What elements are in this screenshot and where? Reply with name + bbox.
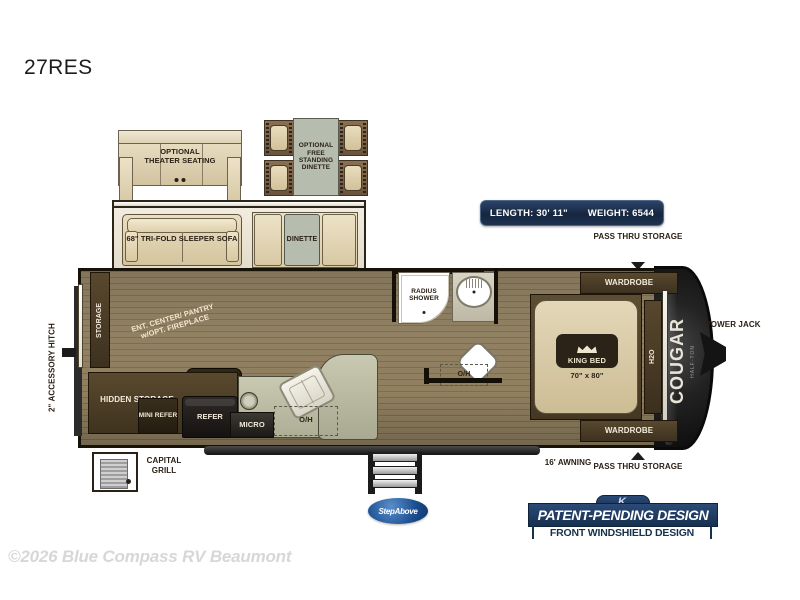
- patent-banner: PATENT-PENDING DESIGN: [528, 503, 718, 527]
- theater-seat-body: [118, 143, 242, 202]
- tri-fold-sleeper-sofa: [122, 214, 242, 266]
- hidden-storage-label: HIDDEN STORAGE: [100, 395, 174, 405]
- free-standing-dinette-label: OPTIONAL FREE STANDING DINETTE: [298, 142, 334, 172]
- patent-main-text: PATENT-PENDING DESIGN: [537, 507, 709, 523]
- wardrobe-bottom-label: WARDROBE: [604, 426, 654, 436]
- wardrobe-bottom: [580, 420, 678, 442]
- capital-grill-label: CAPITAL GRILL: [146, 456, 182, 475]
- stepabove-logo: StepAbove: [368, 498, 428, 524]
- pass-thru-storage-top-arrow-icon: [631, 262, 645, 270]
- dinette-chair: [338, 120, 368, 156]
- king-bed-label: KING BED: [567, 356, 607, 365]
- refer-label: REFER: [197, 411, 223, 421]
- theater-seating-label: OPTIONAL THEATER SEATING: [144, 147, 216, 165]
- pass-thru-storage-bottom-label: PASS THRU STORAGE: [593, 462, 683, 471]
- refrigerator: [182, 396, 238, 438]
- bath-wall-right: [494, 268, 498, 324]
- theater-seat-control-dots: [174, 178, 186, 182]
- crown-icon: [577, 345, 597, 353]
- capital-grill-icon: [92, 452, 138, 492]
- bath-wall-vertical: [392, 270, 396, 322]
- awning-bar: [204, 446, 540, 455]
- bath-wall-bottom-left: [424, 368, 429, 384]
- mini-refrigerator: [138, 398, 178, 434]
- hitch-receiver-icon: [62, 348, 76, 357]
- page-title: 27RES: [24, 56, 93, 79]
- bath-overhead-cabinet: [440, 364, 488, 386]
- copyright-text: ©2026 Blue Compass RV Beaumont: [8, 547, 292, 566]
- microwave: [230, 412, 274, 438]
- keystone-k-icon: K: [618, 496, 626, 508]
- mini-refer-label: MINI REFER: [138, 412, 178, 420]
- patent-sub-text: FRONT WINDSHIELD DESIGN: [549, 527, 695, 539]
- awning-label: 16' AWNING: [544, 458, 592, 467]
- optional-theater-seating: OPTIONAL THEATER SEATING: [118, 130, 242, 202]
- entry-steps-icon: [368, 452, 422, 494]
- faucet-icon: [466, 279, 482, 288]
- king-bed-badge: KING BED: [556, 334, 618, 368]
- micro-label: MICRO: [239, 419, 265, 429]
- dinette-label: DINETTE: [286, 235, 318, 243]
- front-wall-trim: [78, 284, 83, 368]
- specs-badge: LENGTH: 30' 11" WEIGHT: 6544: [480, 200, 664, 226]
- sleeper-sofa-label: 68" TRI-FOLD SLEEPER SOFA: [126, 233, 238, 243]
- cougar-brand-subtext: HALF-TON: [690, 344, 696, 378]
- king-bed-size-label: 70" x 80": [570, 370, 604, 380]
- dinette-table: [293, 118, 339, 196]
- bath-overhead-label: O/H: [457, 370, 471, 378]
- weight-spec: WEIGHT: 6544: [587, 207, 655, 219]
- bath-sink-icon: [456, 276, 492, 308]
- length-spec: LENGTH: 30' 11": [489, 207, 568, 219]
- kitchen-overhead-cabinet: [274, 406, 338, 436]
- water-heater: [644, 300, 662, 414]
- patent-pending-badge: K PATENT-PENDING DESIGN FRONT WINDSHIELD…: [528, 495, 718, 541]
- kitchen-overhead-label: O/H: [299, 414, 313, 424]
- pass-thru-storage-top-label: PASS THRU STORAGE: [593, 232, 683, 241]
- dinette-seat-right: [322, 214, 356, 266]
- front-storage-cabinet: [90, 272, 110, 368]
- optional-free-standing-dinette: OPTIONAL FREE STANDING DINETTE: [264, 118, 368, 196]
- wardrobe-top-label: WARDROBE: [604, 278, 654, 288]
- rear-wall-trim: [662, 290, 668, 426]
- accessory-hitch-label: 2" ACCESSORY HITCH: [47, 323, 57, 413]
- pass-thru-storage-bottom-arrow-icon: [631, 452, 645, 460]
- power-jack-label: POWER JACK: [705, 320, 761, 329]
- dinette-chair: [264, 120, 294, 156]
- bath-wall-bottom: [424, 378, 502, 383]
- dinette-chair: [338, 160, 368, 196]
- cooktop-burner-icon: [240, 392, 258, 410]
- h2o-label: H2O: [648, 349, 656, 365]
- storage-label: STORAGE: [95, 302, 103, 338]
- dinette-booth-table: [284, 214, 320, 266]
- radius-shower-label: RADIUS SHOWER: [409, 287, 439, 302]
- dinette-chair: [264, 160, 294, 196]
- wardrobe-top: [580, 272, 678, 294]
- dinette-seat-left: [254, 214, 282, 266]
